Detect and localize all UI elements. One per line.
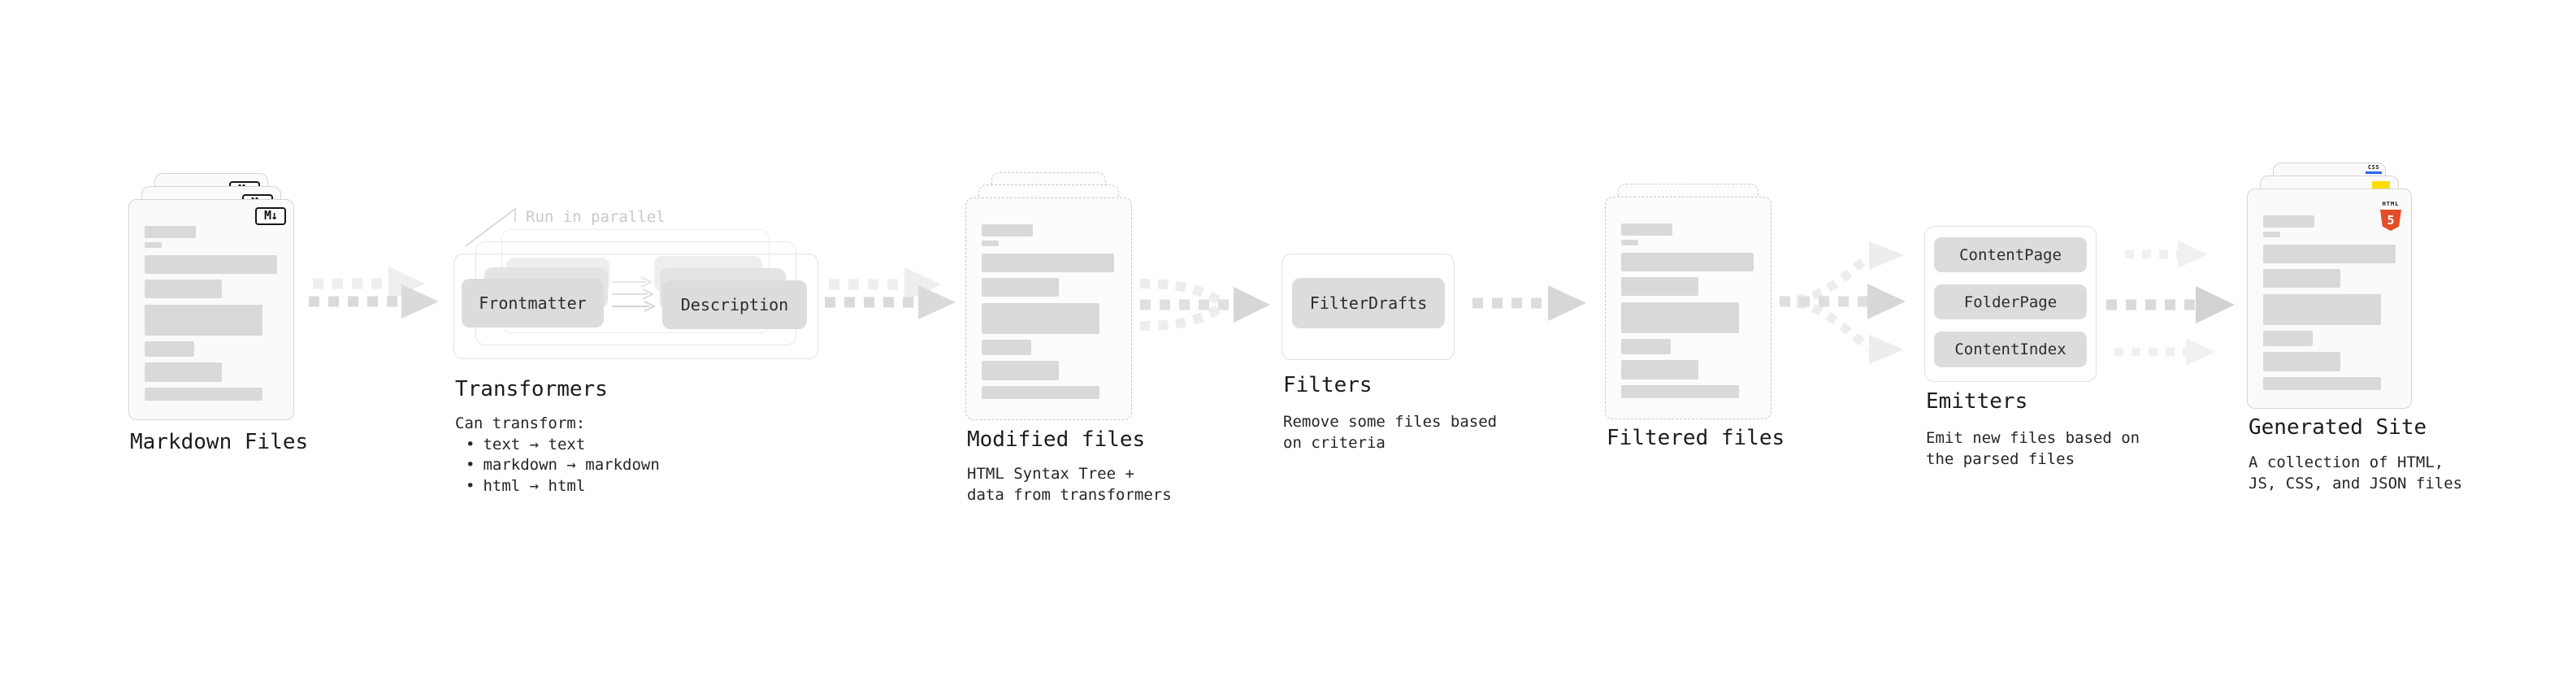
modified-files-description: HTML Syntax Tree + data from transformer… [967,465,1172,504]
content-bar [982,386,1099,399]
content-bar [982,361,1059,380]
content-bar [2263,245,2396,263]
arrow-transformers-to-modified-icon [825,267,956,319]
transformers-desc-title: Can transform: [455,414,586,432]
arrow-filters-to-filtered-icon [1472,285,1586,321]
bullet-icon: • [466,435,475,453]
content-bar [1621,302,1739,333]
contentpage-pill: ContentPage [1934,237,2087,272]
content-bar [2263,377,2381,390]
content-bar [2263,331,2313,346]
content-bar [1621,277,1698,296]
description-pill: Description [662,280,807,329]
content-bar [2263,269,2340,288]
bullet-icon: • [466,476,475,495]
folderpage-pill: FolderPage [1934,284,2087,319]
content-bar [982,241,999,246]
section-label-generated-site: Generated Site [2249,415,2427,440]
filters-description: Remove some files based on criteria [1283,413,1498,452]
css3-icon: CSS [2366,165,2382,174]
transformers-description: Can transform: •text → text •markdown → … [455,414,660,497]
content-bar [1621,385,1739,398]
filterdrafts-pill: FilterDrafts [1292,278,1445,328]
content-bar [982,303,1099,334]
content-bar [1621,339,1671,354]
transformers-bullet: •text → text [455,435,660,456]
content-bar [145,362,222,382]
content-bar [145,280,222,298]
section-label-transformers: Transformers [455,377,608,401]
contentindex-pill: ContentIndex [1934,332,2087,367]
arrow-modified-to-filters-icon [1139,279,1270,331]
generated-site-description: A collection of HTML, JS, CSS, and JSON … [2249,453,2463,492]
content-bar [1621,253,1754,271]
transformer-container-front [453,254,818,359]
filters-container [1281,254,1455,360]
html5-icon: HTML 5 [2379,193,2402,231]
emitters-container [1924,226,2097,382]
content-bar [982,254,1114,272]
section-label-filters: Filters [1283,373,1373,397]
content-bar [2263,215,2314,228]
content-bar [145,226,196,238]
content-bar [982,340,1031,355]
section-label-filtered-files: Filtered files [1607,426,1785,450]
content-bar [982,224,1033,236]
content-bar [145,341,194,357]
run-in-parallel-label: Run in parallel [526,208,666,226]
markdown-doc-card: M↓ [128,199,294,420]
generated-doc-card-html: HTML 5 [2247,189,2412,409]
bullet-icon: • [466,456,475,474]
section-label-markdown-files: Markdown Files [130,430,309,454]
content-bar [2263,352,2340,371]
content-bar [145,388,262,401]
content-bar [982,278,1059,297]
content-bar [145,242,162,248]
filtered-doc-card [1605,197,1772,419]
section-label-modified-files: Modified files [967,427,1146,452]
content-bar [1621,360,1698,380]
content-bar [145,255,277,274]
emitters-description: Emit new files based on the parsed files [1926,429,2140,468]
frontmatter-pill: Frontmatter [462,279,604,327]
transformers-bullet: •markdown → markdown [455,455,660,476]
content-bar [1621,240,1638,245]
content-bar [1621,223,1672,236]
modified-doc-card [965,197,1132,420]
arrow-filtered-to-emitters-icon [1779,241,1906,364]
arrow-emitters-to-generated-icon [2106,241,2235,366]
content-bar [2263,294,2381,325]
content-bar [2263,232,2280,237]
content-bar [145,305,262,336]
markdown-icon: M↓ [255,207,286,225]
section-label-emitters: Emitters [1926,389,2028,414]
arrow-markdown-to-transformers-icon [309,267,439,319]
transformers-bullet: •html → html [455,476,660,497]
